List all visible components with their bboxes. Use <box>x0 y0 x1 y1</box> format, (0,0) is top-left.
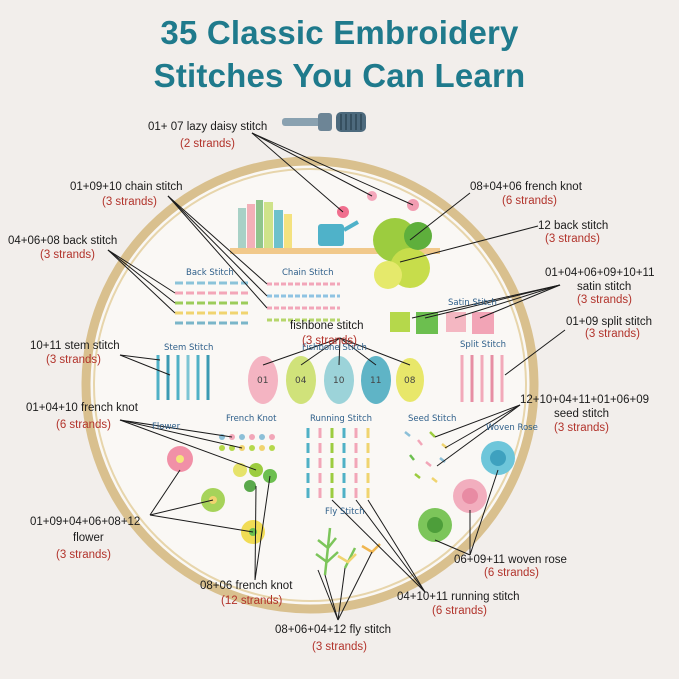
callout-fly-strands: (3 strands) <box>312 641 367 653</box>
leaf-number: 10 <box>333 376 345 386</box>
fishbone-leaves <box>248 356 424 404</box>
callout-split-strands: (3 strands) <box>585 328 640 340</box>
callout-lazy-daisy-strands: (2 strands) <box>180 138 235 150</box>
callout-flower-strands: (3 strands) <box>56 549 111 561</box>
chain-stitch-sample <box>267 282 340 322</box>
french-knot-sample <box>219 434 277 492</box>
callout-satin-strands: (3 strands) <box>577 294 632 306</box>
section-label-split-stitch: Split Stitch <box>460 340 507 350</box>
callout-french-knot-left-strands: (6 strands) <box>56 419 111 431</box>
section-label-chain-stitch: Chain Stitch <box>282 268 334 278</box>
callout-french-knot-bottom-strands: (12 strands) <box>221 595 283 607</box>
leaf-number: 01 <box>257 376 269 386</box>
callout-back-name: 04+06+08 back stitch <box>8 235 118 247</box>
page-title-line-2: Stitches You Can Learn <box>153 57 526 94</box>
callout-woven-rose-strands: (6 strands) <box>484 567 539 579</box>
section-label-fly-stitch: Fly Stitch <box>325 507 365 517</box>
stem-stitch-sample <box>156 355 210 400</box>
callout-fishbone-name: fishbone stitch <box>290 320 364 332</box>
section-label-satin-stitch: Satin Stitch <box>448 298 497 308</box>
callout-lines <box>107 132 566 621</box>
callout-seed-strands: (3 strands) <box>554 422 609 434</box>
section-label-seed-stitch: Seed Stitch <box>408 414 457 424</box>
fly-stitch-sample <box>315 527 381 576</box>
leaf-number: 04 <box>295 376 307 386</box>
callout-running-strands: (6 strands) <box>432 605 487 617</box>
callout-back-strands: (3 strands) <box>40 249 95 261</box>
callout-flower-name: 01+09+04+06+08+12 <box>30 516 141 528</box>
flower-sample <box>167 446 265 544</box>
callout-back12-strands: (3 strands) <box>545 233 600 245</box>
section-label-flower: Flower <box>152 422 181 432</box>
section-label-fishbone-stitch: Fishbone Stitch <box>302 343 367 353</box>
callout-french-knot-left-name: 01+04+10 french knot <box>26 402 138 414</box>
callout-fishbone-strands: (3 strands) <box>302 335 357 347</box>
section-label-woven-rose: Woven Rose <box>486 423 538 433</box>
callout-split-name: 01+09 split stitch <box>566 316 652 328</box>
callout-woven-rose-name: 06+09+11 woven rose <box>454 554 567 566</box>
leaf-number: 08 <box>404 376 416 386</box>
callout-french-knot-top-strands: (6 strands) <box>502 195 557 207</box>
woven-rose-sample <box>418 441 515 542</box>
callout-flower-name2: flower <box>73 532 104 544</box>
section-label-back-stitch: Back Stitch <box>186 268 234 278</box>
page-title-line-1: 35 Classic Embroidery <box>160 14 519 51</box>
hoop-inner-ring <box>93 168 527 602</box>
callout-french-knot-top-name: 08+04+06 french knot <box>470 181 582 193</box>
running-stitch-sample <box>306 428 370 500</box>
callout-stem-name: 10+11 stem stitch <box>30 340 120 352</box>
section-label-stem-stitch: Stem Stitch <box>164 343 214 353</box>
callout-running-name: 04+10+11 running stitch <box>397 591 520 603</box>
callout-fly-name: 08+06+04+12 fly stitch <box>275 624 392 636</box>
callout-satin-name2: satin stitch <box>577 281 632 293</box>
callout-chain-strands: (3 strands) <box>102 196 157 208</box>
leaf-number: 11 <box>370 376 382 386</box>
satin-stitch-sample <box>390 312 494 334</box>
callout-seed-name: 12+10+04+11+01+06+09 <box>520 394 649 406</box>
back-stitch-sample <box>175 281 248 325</box>
callout-french-knot-bottom-name: 08+06 french knot <box>200 580 293 592</box>
callout-stem-strands: (3 strands) <box>46 354 101 366</box>
callout-back12-name: 12 back stitch <box>538 220 609 232</box>
section-label-running-stitch: Running Stitch <box>310 414 373 424</box>
hoop-screw-icon <box>282 112 366 132</box>
callout-seed-name2: seed stitch <box>554 408 609 420</box>
section-label-french-knot: French Knot <box>226 414 277 424</box>
callout-lazy-daisy-name: 01+ 07 lazy daisy stitch <box>148 121 268 133</box>
french-knot-plant <box>373 218 432 289</box>
split-stitch-sample <box>460 355 504 402</box>
callout-chain-name: 01+09+10 chain stitch <box>70 181 183 193</box>
callout-satin-name: 01+04+06+09+10+11 <box>545 267 655 279</box>
